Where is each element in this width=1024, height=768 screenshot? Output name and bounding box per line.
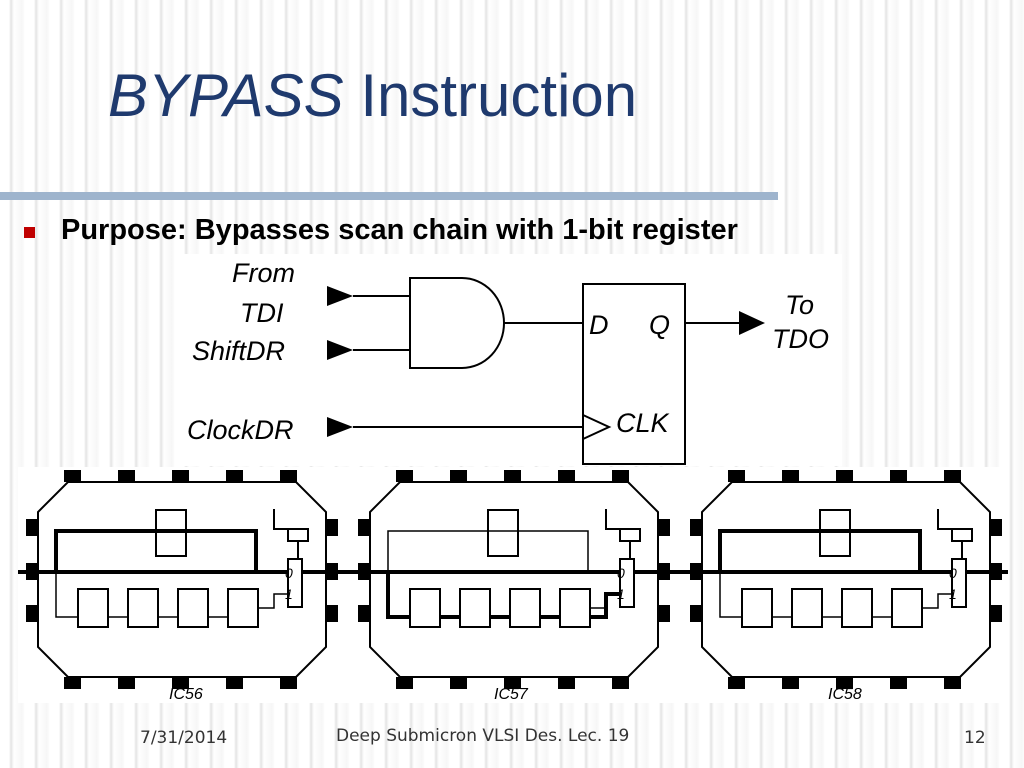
footer-course-title: Deep Submicron VLSI Des. Lec. 19: [336, 726, 630, 746]
label-to: To: [785, 290, 814, 320]
label-tdo: TDO: [772, 324, 829, 354]
slide-title: BYPASS Instruction: [108, 60, 637, 132]
and-gate: [409, 277, 505, 369]
mux-0-label: 0: [617, 565, 625, 581]
label-ff-d: D: [589, 310, 609, 340]
clock-edge-icon: [582, 414, 612, 440]
footer-date: 7/31/2014: [140, 728, 228, 748]
bullet-square-icon: [24, 227, 35, 238]
mux-1-label: 1: [617, 586, 625, 602]
chain-background: [18, 467, 1008, 703]
label-shiftdr: ShiftDR: [192, 336, 285, 366]
title-bypass-word: BYPASS: [108, 62, 344, 129]
chip-label-ic58: IC58: [828, 686, 862, 703]
bypass-register-diagram: From TDI ShiftDR ClockDR D Q CLK To TDO: [182, 254, 842, 466]
title-underline-bar: [0, 192, 778, 200]
bullet-purpose-text: Purpose: Bypasses scan chain with 1-bit …: [61, 214, 738, 246]
mux-0-label: 0: [949, 565, 957, 581]
mux-1-label: 1: [949, 586, 957, 602]
chip-ic57: 0 1 IC57: [357, 469, 671, 703]
title-instruction-word: Instruction: [343, 62, 638, 129]
chip-ic56: 0 1 IC56: [25, 469, 339, 703]
footer-page-number: 12: [964, 728, 986, 748]
label-ff-clk: CLK: [616, 408, 670, 438]
label-tdi: TDI: [240, 298, 284, 328]
tdo-arrow-icon: [739, 311, 765, 335]
label-clockdr: ClockDR: [187, 415, 294, 445]
chip-ic58: 0 1 IC58: [689, 469, 1003, 703]
clockdr-arrow-icon: [327, 417, 353, 437]
chip-label-ic56: IC56: [169, 686, 203, 703]
mux-0-label: 0: [285, 565, 293, 581]
scan-chain-diagram: 0 1 IC56 0 1 IC57 0 1 IC58: [18, 467, 1008, 703]
flip-flop-box: [582, 283, 686, 465]
label-from: From: [232, 258, 295, 288]
chip-label-ic57: IC57: [494, 686, 529, 703]
diagram-background: [182, 254, 842, 466]
label-ff-q: Q: [649, 310, 670, 340]
shiftdr-arrow-icon: [327, 340, 353, 360]
tdi-arrow-icon: [327, 286, 353, 306]
mux-1-label: 1: [285, 586, 293, 602]
